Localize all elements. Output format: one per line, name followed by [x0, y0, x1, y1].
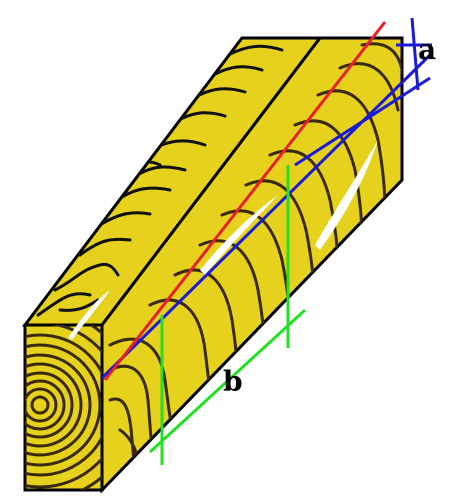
dimension-label-b: b: [223, 365, 243, 398]
end-grain-rings: [25, 325, 102, 490]
a-dimension-lines: [100, 17, 432, 380]
b-dimension-lines: [148, 165, 307, 465]
crack-top: [68, 290, 110, 340]
wood-cracks: [68, 140, 378, 340]
crack-right: [315, 140, 378, 250]
dimension-label-a: a: [418, 33, 437, 66]
grain-slope-line: [103, 21, 387, 381]
crack-diagonal: [200, 195, 278, 275]
